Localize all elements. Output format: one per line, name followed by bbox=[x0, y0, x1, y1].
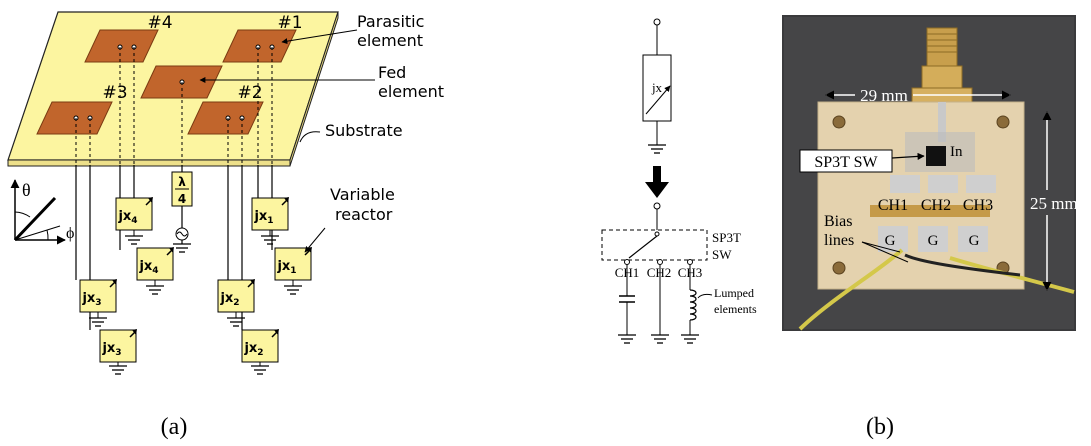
panel-b-schematic: jx SP3T SW CH1 CH2 CH3 Lumped bbox=[601, 18, 757, 344]
substrate-edge bbox=[7, 159, 291, 167]
element-number-4: #4 bbox=[147, 13, 172, 33]
inductor-icon bbox=[689, 289, 697, 321]
fed-label-1: Fed bbox=[378, 63, 406, 82]
parasitic-label-2: element bbox=[357, 31, 423, 50]
svg-text:jx2: jx2 bbox=[243, 341, 263, 358]
wires bbox=[75, 165, 273, 330]
element-number-1: #1 bbox=[277, 13, 302, 33]
reactor-x4-b: jx4 bbox=[136, 246, 175, 295]
panel-a: λ 4 jx4 jx4 jx1 jx1 bbox=[7, 11, 444, 440]
panel-b-photo: 29 mm 25 mm In SP3T SW CH1 CH2 CH3 G G G… bbox=[782, 15, 1078, 331]
caption-a: (a) bbox=[161, 414, 188, 440]
jx-label: jx bbox=[651, 80, 663, 95]
lumped-label-1: Lumped bbox=[714, 286, 754, 300]
photo-ch1-label: CH1 bbox=[878, 197, 908, 214]
reactor-x2-a: jx2 bbox=[217, 278, 256, 327]
svg-text:jx2: jx2 bbox=[219, 291, 239, 308]
reactor-x2-b: jx2 bbox=[241, 328, 280, 375]
down-arrow-icon bbox=[645, 182, 669, 198]
reactor-x1-a: jx1 bbox=[251, 196, 290, 245]
g-label-1: G bbox=[885, 233, 896, 249]
svg-text:jx1: jx1 bbox=[276, 259, 296, 276]
dashed-vias bbox=[75, 47, 273, 165]
bias-label-2: lines bbox=[824, 232, 854, 249]
lumped-label-2: elements bbox=[714, 302, 757, 316]
substrate-side bbox=[289, 11, 339, 167]
svg-text:jx4: jx4 bbox=[138, 259, 158, 276]
angle-indicator bbox=[10, 179, 66, 245]
reactor-label-2: reactor bbox=[335, 205, 393, 224]
fed-label-2: element bbox=[378, 82, 444, 101]
sp3t-sw-label: SP3T SW bbox=[814, 154, 878, 171]
theta-label: θ bbox=[22, 180, 31, 200]
sp3t-chip bbox=[926, 146, 946, 166]
width-dimension: 29 mm bbox=[860, 86, 908, 105]
photo-ch2-label: CH2 bbox=[921, 197, 951, 214]
lambda-label: λ bbox=[178, 175, 186, 189]
ch2-label: CH2 bbox=[647, 265, 672, 280]
quarter-label: 4 bbox=[178, 192, 186, 206]
substrate-label: Substrate bbox=[325, 121, 403, 140]
bias-label-1: Bias bbox=[824, 213, 852, 230]
input-label: In bbox=[950, 144, 963, 160]
switch-box bbox=[601, 229, 708, 261]
height-dimension: 25 mm bbox=[1030, 194, 1078, 213]
reactor-x1-b: jx1 bbox=[274, 246, 313, 295]
svg-text:jx1: jx1 bbox=[253, 209, 273, 226]
photo-ch3-label: CH3 bbox=[963, 197, 993, 214]
svg-text:jx3: jx3 bbox=[101, 341, 121, 358]
element-number-3: #3 bbox=[102, 83, 127, 103]
svg-text:jx4: jx4 bbox=[117, 209, 137, 226]
reactor-label-1: Variable bbox=[330, 185, 395, 204]
phi-label: ϕ bbox=[66, 225, 74, 242]
reactor-x3-b: jx3 bbox=[99, 328, 138, 375]
caption-b: (b) bbox=[866, 414, 894, 440]
g-label-2: G bbox=[928, 233, 939, 249]
element-number-2: #2 bbox=[237, 83, 262, 103]
svg-text:jx3: jx3 bbox=[81, 291, 101, 308]
reactor-x3-a: jx3 bbox=[79, 278, 118, 327]
ground-icon bbox=[172, 243, 192, 253]
sp3t-label: SP3T bbox=[712, 230, 741, 245]
sw-label: SW bbox=[712, 247, 732, 262]
reactor-x4-a: jx4 bbox=[115, 196, 154, 245]
g-label-3: G bbox=[969, 233, 980, 249]
parasitic-label-1: Parasitic bbox=[357, 12, 424, 31]
